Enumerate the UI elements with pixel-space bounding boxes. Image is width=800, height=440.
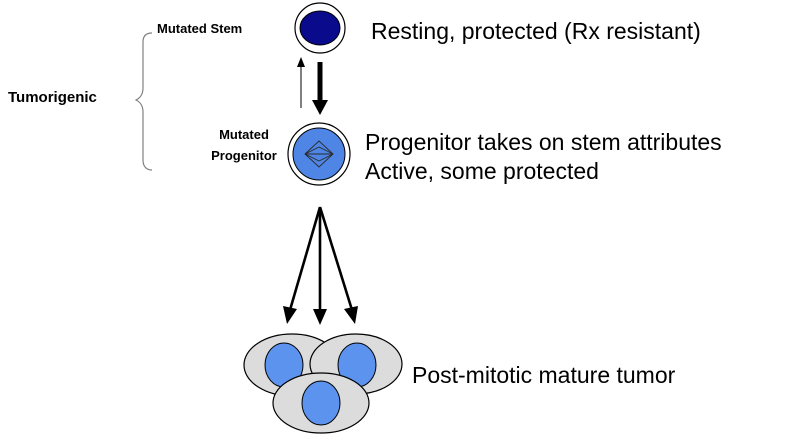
tumor-arrows (283, 206, 358, 325)
progenitor-description-line2: Active, some protected (365, 158, 599, 184)
mitotic-spindle-icon (304, 140, 334, 168)
group-label: Tumorigenic (8, 89, 97, 106)
tumor-cluster (243, 333, 403, 434)
progenitor-description-line1: Progenitor takes on stem attributes (365, 129, 722, 155)
dedifferentiation-arrow (297, 57, 305, 108)
differentiation-arrow (312, 62, 328, 115)
tumor-description: Post-mitotic mature tumor (412, 362, 676, 388)
stem-label: Mutated Stem (157, 21, 243, 36)
tumorigenic-bracket (134, 32, 153, 171)
tumor-cell (272, 372, 370, 434)
stem-nucleus (299, 10, 341, 46)
progenitor-cell (287, 122, 351, 186)
stem-description: Resting, protected (Rx resistant) (371, 18, 701, 44)
progenitor-label-line1: Mutated (219, 127, 269, 142)
progenitor-label-line2: Progenitor (211, 148, 277, 163)
stem-cell (294, 2, 346, 54)
